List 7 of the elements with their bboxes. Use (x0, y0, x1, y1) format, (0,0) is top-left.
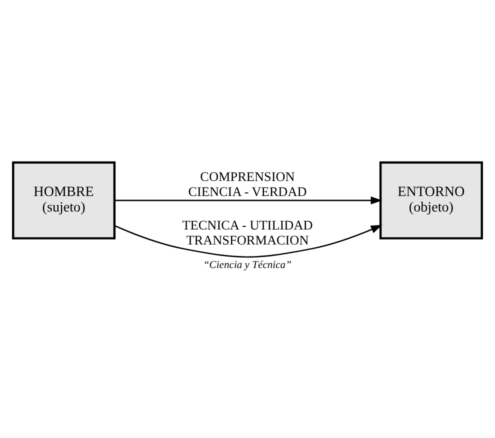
node-box: ENTORNO (objeto) (379, 161, 483, 240)
edge-label: COMPRENSION CIENCIA - VERDAD (188, 169, 307, 200)
arrow (114, 224, 382, 258)
edge-label: TECNICA - UTILIDAD TRANSFORMACION (182, 217, 313, 248)
node-box: HOMBRE (sujeto) (12, 161, 116, 240)
caption: “Ciencia y Técnica” (203, 260, 292, 272)
arrow (114, 196, 382, 204)
